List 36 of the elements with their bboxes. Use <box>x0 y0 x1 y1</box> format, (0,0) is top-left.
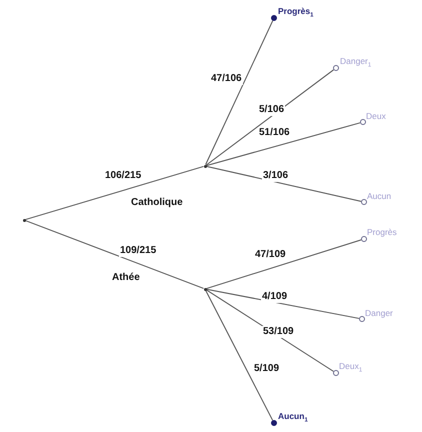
outcome-label: Danger$_{1}$ <box>340 56 372 69</box>
outcome-label: Aucun$_{1}$ <box>278 411 308 424</box>
branch-name: Catholique <box>131 197 183 208</box>
leaf-point <box>271 420 277 426</box>
outcome-label: Deux$_{1}$ <box>339 361 362 374</box>
branch-name: Athée <box>112 272 140 283</box>
branch-point <box>22 218 26 222</box>
leaf-point <box>333 370 339 376</box>
outcome-label: Aucun <box>367 191 392 201</box>
leaf-point <box>333 65 339 71</box>
branch-line <box>206 166 362 202</box>
branch-line <box>206 69 334 166</box>
probability-label: 3/106 <box>262 170 290 182</box>
leaf-point <box>359 316 365 322</box>
probability-label: 5/106 <box>258 104 286 116</box>
branch-line <box>206 288 360 319</box>
probability-label: 53/109 <box>262 326 295 338</box>
outcome-label: Deux <box>366 111 386 121</box>
branch-line <box>206 122 361 166</box>
branch-line <box>205 20 274 166</box>
leaf-point <box>271 15 277 21</box>
branch-point <box>204 164 206 168</box>
leaf-point <box>361 199 367 205</box>
branch-line <box>24 220 204 289</box>
leaf-point <box>361 236 367 242</box>
probability-label: 109/215 <box>119 245 158 257</box>
branch-line <box>206 239 362 290</box>
outcome-label: Danger <box>365 308 393 318</box>
leaf-point <box>360 119 366 125</box>
branch-line <box>205 290 274 421</box>
probability-label: 4/109 <box>261 291 288 303</box>
branch-point <box>204 288 206 290</box>
probability-label: 47/106 <box>210 73 243 85</box>
outcome-label: Progrès$_{1}$ <box>278 6 314 19</box>
branch-line <box>24 166 204 220</box>
outcome-label: Progrès <box>367 227 397 237</box>
